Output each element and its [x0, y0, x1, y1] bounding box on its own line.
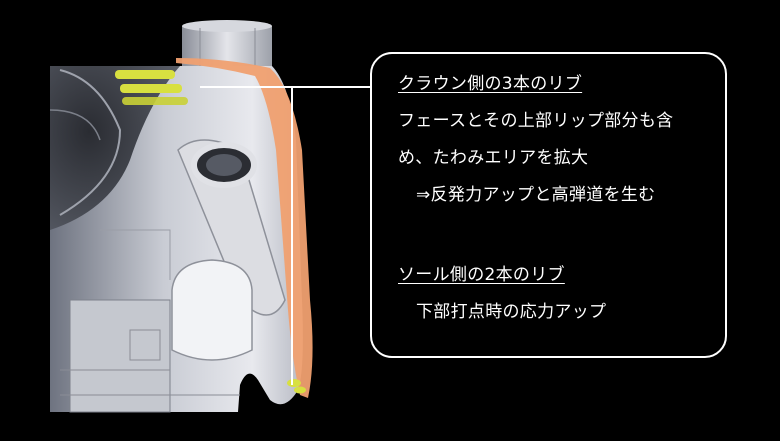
head-body	[49, 66, 303, 413]
crown-ribs-heading: クラウン側の3本のリブ	[398, 74, 583, 94]
crown-ribs	[115, 70, 188, 105]
sole-ribs	[287, 379, 306, 394]
leader-lines	[200, 86, 370, 385]
crown-description-line3: ⇒反発力アップと高弾道を生む	[416, 185, 656, 205]
callout-box: クラウン側の3本のリブ フェースとその上部リップ部分も含 め、たわみエリアを拡大…	[370, 52, 727, 358]
crown-description-line2: め、たわみエリアを拡大	[398, 148, 589, 168]
crown-description-line1: フェースとその上部リップ部分も含	[398, 111, 674, 131]
face-lip-highlight	[176, 58, 313, 398]
sole-description-line1: 下部打点時の応力アップ	[416, 302, 607, 322]
sole-ribs-heading: ソール側の2本のリブ	[398, 265, 565, 285]
